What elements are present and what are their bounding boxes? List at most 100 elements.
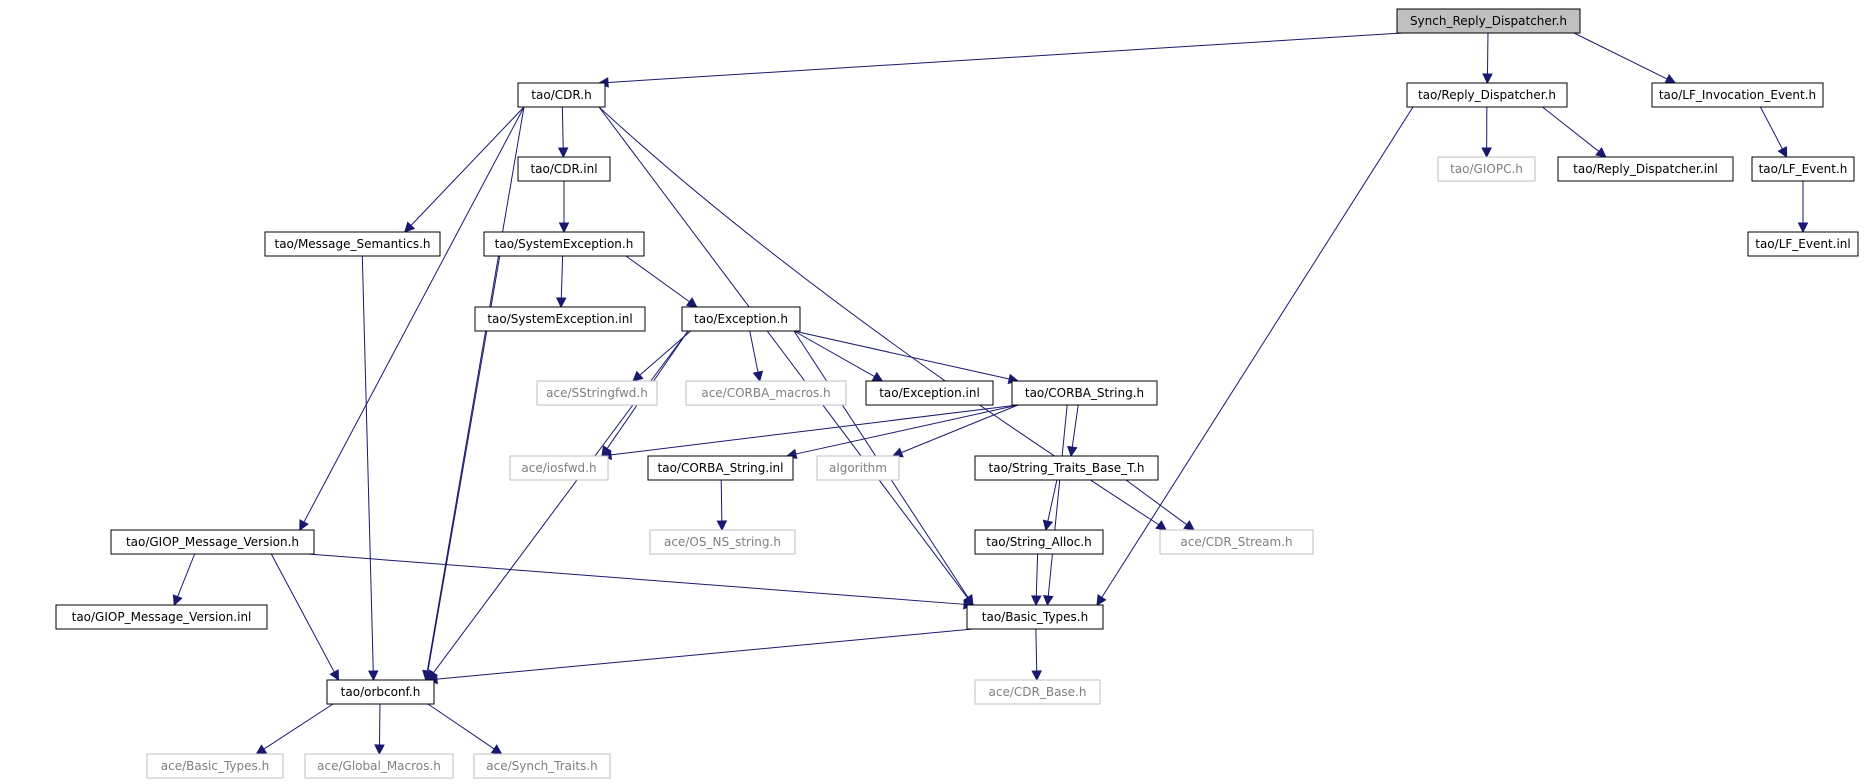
node-box <box>304 753 454 779</box>
node-synch-traits-h: ace/Synch_Traits.h <box>473 753 611 779</box>
node-label: tao/LF_Event.inl <box>1755 237 1851 251</box>
edge-cdr_inl-to-sysexc_h <box>558 180 570 234</box>
node-giop-msg-ver-inl[interactable]: tao/GIOP_Message_Version.inl <box>55 604 268 630</box>
node-box <box>1011 380 1158 406</box>
edge-root-to-reply_disp_h <box>1482 32 1493 85</box>
node-box <box>1406 82 1568 108</box>
node-box <box>1557 156 1734 182</box>
node-giop-msg-ver-h[interactable]: tao/GIOP_Message_Version.h <box>110 529 315 555</box>
node-box <box>517 82 606 108</box>
node-box <box>55 604 268 630</box>
node-label: tao/CORBA_String.h <box>1025 386 1144 400</box>
node-box <box>1751 156 1855 182</box>
node-label: ace/CDR_Base.h <box>989 685 1087 699</box>
node-box <box>326 679 435 705</box>
edge-orbconf_h-to-synch_traits_h <box>427 703 503 755</box>
node-reply-disp-inl[interactable]: tao/Reply_Dispatcher.inl <box>1557 156 1734 182</box>
node-box <box>1396 8 1581 34</box>
edge-reply_disp_h-to-giopc_h <box>1481 106 1492 159</box>
node-corba-string-h[interactable]: tao/CORBA_String.h <box>1011 380 1158 406</box>
node-box <box>1747 231 1859 257</box>
node-label: tao/Exception.inl <box>879 386 980 400</box>
node-ace-basic-types-h: ace/Basic_Types.h <box>146 753 284 779</box>
node-lf-event-inl[interactable]: tao/LF_Event.inl <box>1747 231 1859 257</box>
node-box <box>536 380 658 406</box>
edge-corba_string_inl-to-os_ns_string_h <box>716 479 728 532</box>
edge-root-to-lf_inv_h <box>1573 32 1677 84</box>
edge-str_traits_h-to-string_alloc_h <box>1042 479 1058 532</box>
edge-cdr_h-to-msg_sem_h <box>403 106 525 233</box>
node-lf-inv-h[interactable]: tao/LF_Invocation_Event.h <box>1651 82 1824 108</box>
node-sysexc-inl[interactable]: tao/SystemException.inl <box>474 306 646 332</box>
edge-giop_msg_ver_h-to-giop_msg_ver_inl <box>172 553 196 607</box>
node-label: tao/GIOPC.h <box>1450 162 1523 176</box>
node-cdr-base-h: ace/CDR_Base.h <box>974 679 1101 705</box>
node-label: algorithm <box>829 461 887 475</box>
node-box <box>649 529 796 555</box>
node-box <box>483 231 645 257</box>
node-label: ace/Synch_Traits.h <box>486 759 597 773</box>
node-box <box>473 753 611 779</box>
node-label: tao/SystemException.inl <box>487 312 632 326</box>
node-label: Synch_Reply_Dispatcher.h <box>1410 14 1567 28</box>
node-label: tao/String_Traits_Base_T.h <box>989 461 1145 475</box>
node-cdr-inl[interactable]: tao/CDR.inl <box>517 156 611 182</box>
edge-sysexc_h-to-exception_h <box>625 255 698 308</box>
node-box <box>474 306 646 332</box>
node-str-traits-h[interactable]: tao/String_Traits_Base_T.h <box>974 455 1159 481</box>
node-box <box>647 455 794 481</box>
node-box <box>1159 529 1314 555</box>
node-algorithm: algorithm <box>816 455 900 481</box>
node-cdr-h[interactable]: tao/CDR.h <box>517 82 606 108</box>
edge-lf_event_h-to-lf_event_inl <box>1797 181 1809 234</box>
node-label: tao/Reply_Dispatcher.inl <box>1573 162 1718 176</box>
edge-orbconf_h-to-global_macros_h <box>374 703 385 756</box>
node-label: ace/Global_Macros.h <box>317 759 441 773</box>
node-label: tao/CORBA_String.inl <box>658 461 784 475</box>
node-basic-types-h[interactable]: tao/Basic_Types.h <box>966 604 1104 630</box>
node-label: tao/String_Alloc.h <box>986 535 1092 549</box>
edge-sysexc_h-to-sysexc_inl <box>555 255 567 309</box>
node-box <box>865 380 994 406</box>
node-box <box>974 455 1159 481</box>
edge-corba_string_h-to-corba_string_inl <box>785 404 1019 460</box>
node-label: tao/SystemException.h <box>495 237 634 251</box>
node-label: tao/Message_Semantics.h <box>275 237 431 251</box>
node-label: tao/Reply_Dispatcher.h <box>1418 88 1556 102</box>
node-lf-event-h[interactable]: tao/LF_Event.h <box>1751 156 1855 182</box>
node-box <box>974 679 1101 705</box>
edge-cdr_h-to-cdr_inl <box>557 106 569 159</box>
node-msg-sem-h[interactable]: tao/Message_Semantics.h <box>264 231 441 257</box>
node-label: tao/LF_Invocation_Event.h <box>1659 88 1816 102</box>
edge-cdr_h-to-orbconf_h <box>422 106 525 682</box>
edge-str_traits_h-to-cdr_stream_h <box>1125 479 1195 531</box>
edge-corba_string_h-to-str_traits_h <box>1067 404 1079 458</box>
node-cdr-stream-h: ace/CDR_Stream.h <box>1159 529 1314 555</box>
node-label: ace/CDR_Stream.h <box>1180 535 1292 549</box>
node-label: tao/Basic_Types.h <box>982 610 1088 624</box>
node-box <box>517 156 611 182</box>
node-orbconf-h[interactable]: tao/orbconf.h <box>326 679 435 705</box>
node-label: tao/GIOP_Message_Version.h <box>126 535 299 549</box>
node-reply-disp-h[interactable]: tao/Reply_Dispatcher.h <box>1406 82 1568 108</box>
node-label: ace/OS_NS_string.h <box>664 535 781 549</box>
edge-orbconf_h-to-ace_basic_types_h <box>255 703 334 755</box>
edge-corba_string_h-to-basic_types_h <box>1043 404 1068 607</box>
node-label: ace/iosfwd.h <box>521 461 596 475</box>
node-corba-string-inl[interactable]: tao/CORBA_String.inl <box>647 455 794 481</box>
node-giopc-h: tao/GIOPC.h <box>1437 156 1536 182</box>
edge-exception_h-to-sstringfwd_h <box>632 330 691 382</box>
node-label: tao/orbconf.h <box>341 685 421 699</box>
node-layer: Synch_Reply_Dispatcher.h tao/CDR.h tao/Rep… <box>55 8 1859 779</box>
node-sysexc-h[interactable]: tao/SystemException.h <box>483 231 645 257</box>
node-root[interactable]: Synch_Reply_Dispatcher.h <box>1396 8 1581 34</box>
node-string-alloc-h[interactable]: tao/String_Alloc.h <box>974 529 1104 555</box>
edge-lf_inv_h-to-lf_event_h <box>1759 106 1788 158</box>
edge-cdr_h-to-giop_msg_ver_h <box>299 106 525 531</box>
node-box <box>966 604 1104 630</box>
edge-reply_disp_h-to-reply_disp_inl <box>1542 106 1607 158</box>
edge-exception_h-to-corba_string_h <box>793 330 1020 385</box>
node-exception-inl[interactable]: tao/Exception.inl <box>865 380 994 406</box>
node-exception-h[interactable]: tao/Exception.h <box>681 306 801 332</box>
node-sstringfwd-h: ace/SStringfwd.h <box>536 380 658 406</box>
